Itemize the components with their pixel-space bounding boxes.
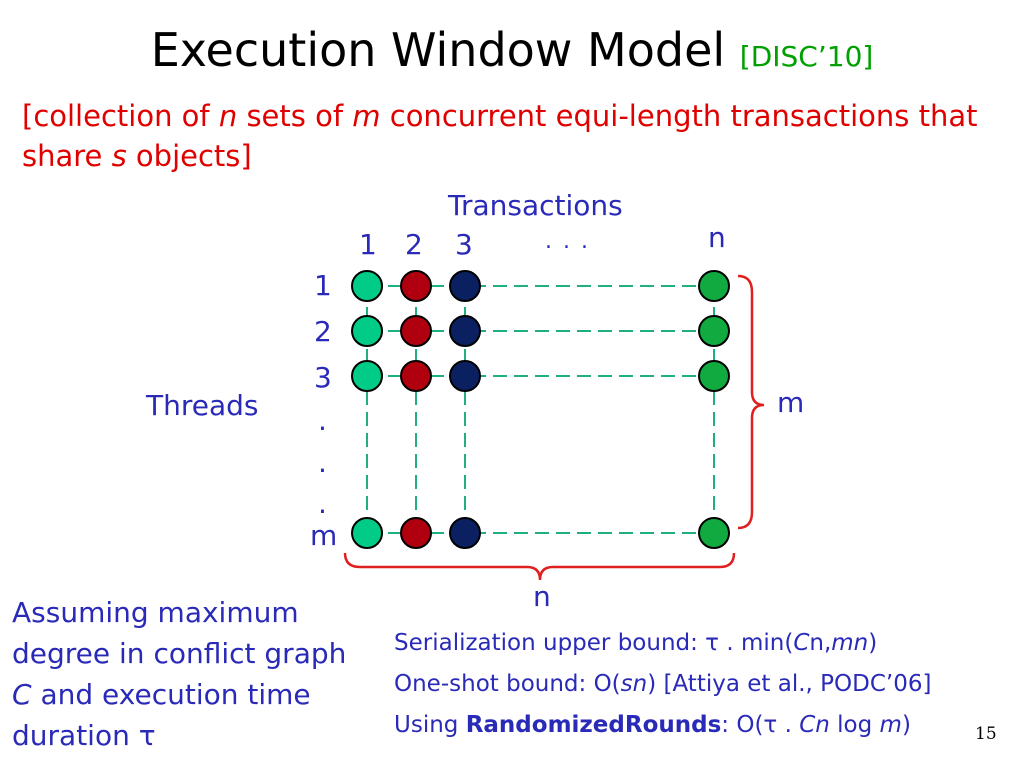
threads-label: Threads [146,389,259,422]
page-number: 15 [975,724,997,744]
bound-part: ) [901,712,911,738]
transaction-node [400,517,432,549]
transaction-node [698,270,730,302]
title-text: Execution Window Model [150,23,726,77]
transaction-node [698,315,730,347]
column-label-2: 2 [405,228,423,261]
transaction-node [400,315,432,347]
assumption-part: Assuming maximum degree in conflict grap… [12,596,347,670]
subtitle-part: sets of [237,99,353,133]
bound-var: mn [831,630,869,656]
column-ellipsis: . . . [545,229,590,254]
subtitle-var-n: n [218,99,238,133]
row-label-2: 2 [314,315,332,348]
transaction-node [698,360,730,392]
bound-part: log [829,712,880,738]
row-dot: . [318,446,327,479]
bound-part: Using [394,712,466,738]
algorithm-name: RandomizedRounds [465,712,722,738]
bound-part: ) [868,630,878,656]
transaction-nodes [351,270,730,549]
subtitle-var-s: s [111,139,127,173]
bound-part: n [809,630,824,656]
column-label-1: 1 [359,228,377,261]
transaction-node [351,270,383,302]
serialization-bound: Serialization upper bound: τ . min(Cn,mn… [394,628,877,658]
transaction-node [449,360,481,392]
row-label-3: 3 [314,361,332,394]
subtitle-var-m: m [352,99,381,133]
one-shot-bound: One-shot bound: O(sn) [Attiya et al., PO… [394,669,931,699]
row-label-1: 1 [314,269,332,302]
brace-right-label: m [777,386,805,419]
transaction-node [449,517,481,549]
brace-bottom-label: n [533,580,551,613]
right-brace [737,274,765,530]
slide-title: Execution Window Model [DISC’10] [0,18,1024,89]
assumption-var-C: C [12,678,32,711]
column-label-n: n [708,221,726,254]
bound-part: : O(τ . [721,712,800,738]
row-dot: . [318,487,327,520]
randomized-rounds-bound: Using RandomizedRounds: O(τ . Cn log m) [394,710,911,740]
bound-part: ) [Attiya et al., PODC’06] [647,671,932,697]
bound-var: C [793,630,810,656]
title-citation: [DISC’10] [739,40,874,73]
row-label-m: m [310,519,338,552]
subtitle-part: objects] [126,139,252,173]
slide-subtitle: [collection of n sets of m concurrent eq… [22,96,1012,176]
bottom-brace [343,552,736,581]
transaction-node [400,270,432,302]
transaction-node [449,270,481,302]
braces [343,274,765,581]
transaction-node [351,360,383,392]
column-label-3: 3 [455,228,473,261]
subtitle-part: [collection of [22,99,219,133]
transaction-node [449,315,481,347]
bound-var: Cn [799,712,830,738]
grid-lines [366,285,715,534]
bound-var: sn [620,671,648,697]
row-dot: . [318,404,327,437]
bound-part: , [823,630,832,656]
assumption-part: and execution time duration τ [12,678,311,752]
transaction-node [400,360,432,392]
transactions-label: Transactions [448,189,623,222]
transaction-node [351,517,383,549]
bound-part: One-shot bound: O( [394,671,621,697]
transaction-node [351,315,383,347]
bound-var: m [879,712,902,738]
subtitle-part: concurrent equi-length transactions that… [22,99,978,173]
bound-part: Serialization upper bound: τ . min( [394,630,794,656]
assumption-text: Assuming maximum degree in conflict grap… [12,592,372,756]
transaction-node [698,517,730,549]
